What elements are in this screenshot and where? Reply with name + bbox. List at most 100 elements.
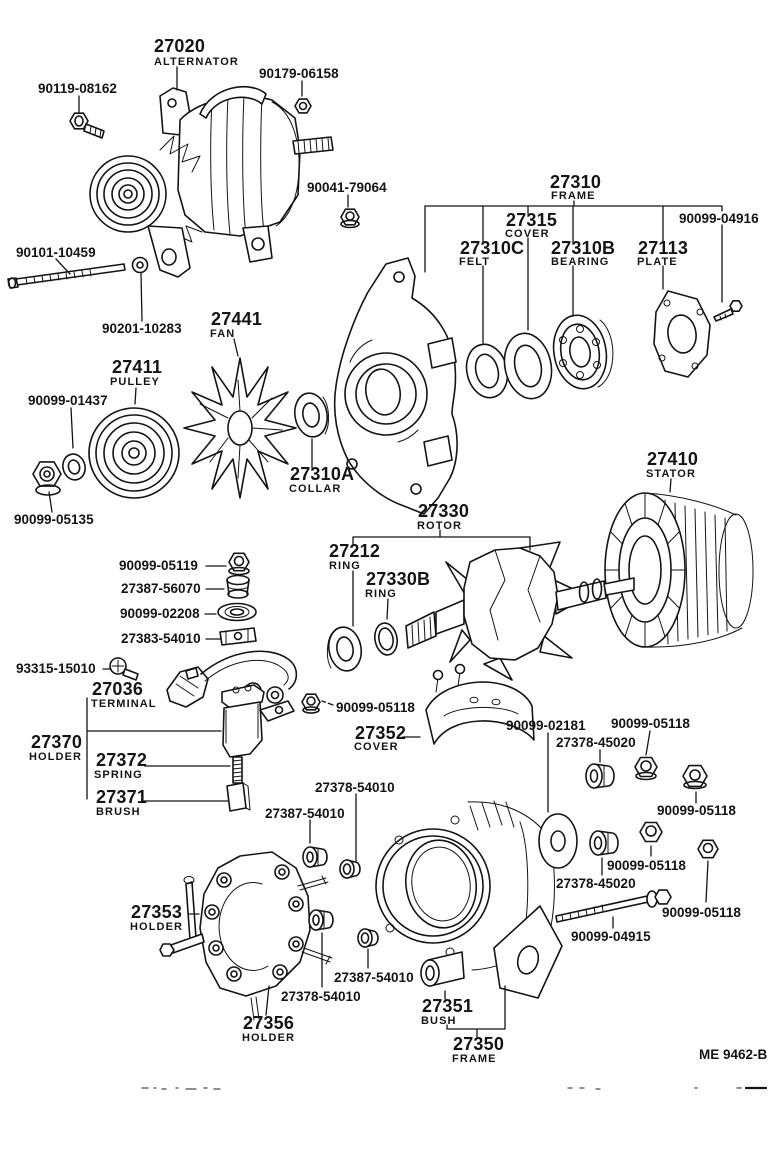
- label-27411: 27411: [112, 357, 162, 377]
- label-90099-02208: 90099-02208: [120, 606, 200, 621]
- label-27441: 27441: [211, 309, 262, 329]
- part-plate-27383-54010: [219, 627, 257, 646]
- part-insulator-27387-54010-mid: [302, 846, 328, 868]
- label-27372: 27372: [96, 750, 147, 770]
- label-27411-caption: PULLEY: [110, 376, 160, 388]
- label-27036-caption: TERMINAL: [91, 698, 157, 710]
- label-27371-caption: BRUSH: [96, 806, 141, 818]
- part-collar-27378-54010-mid: [339, 859, 361, 879]
- part-spring: [232, 756, 243, 784]
- label-27350-caption: FRAME: [452, 1053, 497, 1065]
- part-nut-05118-bottom: [697, 839, 719, 859]
- leader-dashed: [321, 700, 334, 706]
- label-27378-54010-mid: 27378-54010: [315, 780, 395, 795]
- part-frame-front: [333, 257, 458, 515]
- part-bolt-90099-04915: [555, 889, 672, 923]
- part-washer-90201-10283: [131, 256, 149, 274]
- part-alternator-assembly: [89, 86, 334, 278]
- label-27113: 27113: [638, 238, 688, 258]
- label-27352-caption: COVER: [354, 741, 399, 753]
- label-90101-10459: 90101-10459: [16, 245, 96, 260]
- part-plate: [653, 290, 711, 378]
- part-collar: [293, 392, 330, 438]
- label-90099-04915: 90099-04915: [571, 929, 651, 944]
- label-90201-10283: 90201-10283: [102, 321, 182, 336]
- label-27352: 27352: [355, 723, 406, 743]
- label-27330B: 27330B: [366, 569, 430, 589]
- label-27310B: 27310B: [551, 238, 615, 258]
- label-90099-02181: 90099-02181: [506, 718, 586, 733]
- label-27310C-caption: FELT: [459, 256, 490, 268]
- label-27383-54010: 27383-54010: [121, 631, 201, 646]
- label-27356: 27356: [243, 1013, 294, 1033]
- part-cover-27352: [425, 663, 535, 745]
- part-screw-90099-04916: [713, 299, 743, 322]
- label-27330-caption: ROTOR: [417, 520, 462, 532]
- label-27315-caption: COVER: [505, 228, 550, 240]
- label-27113-caption: PLATE: [637, 256, 678, 268]
- part-bolt-90119-08162: [69, 112, 105, 139]
- label-27310: 27310: [550, 172, 601, 192]
- label-27387-54010-bottom: 27387-54010: [334, 970, 414, 985]
- label-90099-05118-mid: 90099-05118: [607, 858, 686, 873]
- label-27378-45020-upper: 27378-45020: [556, 735, 636, 750]
- label-90099-04916: 90099-04916: [679, 211, 759, 226]
- part-bushing-27378-45020-lower: [589, 830, 619, 856]
- label-90099-05118-bottom: 90099-05118: [662, 905, 741, 920]
- label-90119-08162: 90119-08162: [38, 81, 117, 96]
- part-ring-27330b: [374, 622, 398, 656]
- label-27356-caption: HOLDER: [242, 1032, 295, 1044]
- label-90099-05118-top: 90099-05118: [611, 716, 690, 731]
- label-27212-caption: RING: [329, 560, 361, 572]
- part-rotor: [405, 541, 635, 681]
- label-90099-05119: 90099-05119: [119, 558, 198, 573]
- label-27330: 27330: [418, 501, 469, 521]
- part-nut-05118-top: [634, 756, 658, 781]
- part-nut-90099-05135: [32, 461, 62, 496]
- label-27371: 27371: [96, 787, 147, 807]
- label-27310A: 27310A: [290, 464, 354, 484]
- part-bolt-90101-10459: [7, 263, 126, 289]
- part-washer-90099-02181: [538, 813, 578, 869]
- label-90099-05118-right: 90099-05118: [657, 803, 736, 818]
- part-insulator-27387-54010-bottom: [357, 928, 379, 948]
- label-90179-06158: 90179-06158: [259, 66, 339, 81]
- part-collar-27378-54010-bottom: [308, 909, 334, 931]
- label-27370-caption: HOLDER: [29, 751, 82, 763]
- part-nut-05118-terminal: [301, 693, 321, 714]
- label-27330B-caption: RING: [365, 588, 397, 600]
- part-screw-93315-15010: [109, 657, 139, 681]
- label-27020: 27020: [154, 36, 205, 56]
- label-93315-15010: 93315-15010: [16, 661, 96, 676]
- leader-lines: [48, 66, 723, 1038]
- label-27353-caption: HOLDER: [130, 921, 183, 933]
- label-27212: 27212: [329, 541, 380, 561]
- label-27310-caption: FRAME: [551, 190, 596, 202]
- part-nut-05118-mid: [639, 821, 663, 843]
- label-27387-56070: 27387-56070: [121, 581, 201, 596]
- label-90099-01437: 90099-01437: [28, 393, 108, 408]
- label-27370: 27370: [31, 732, 82, 752]
- part-nut-05118-right: [682, 764, 708, 790]
- label-27353: 27353: [131, 902, 182, 922]
- label-27441-caption: FAN: [210, 328, 235, 340]
- part-cover-front: [503, 332, 553, 400]
- part-rectifier-holder: [159, 851, 333, 1021]
- label-90099-05118-terminal: 90099-05118: [336, 700, 415, 715]
- part-insulator-27387-56070: [226, 574, 250, 599]
- part-stator: [604, 492, 754, 648]
- part-bearing: [552, 314, 614, 390]
- label-27372-caption: SPRING: [94, 769, 143, 781]
- scan-artifacts: [141, 1087, 742, 1090]
- label-27315: 27315: [506, 210, 557, 230]
- label-27410: 27410: [647, 449, 698, 469]
- label-27310A-caption: COLLAR: [289, 483, 341, 495]
- part-nut-90041-79064: [340, 208, 360, 229]
- part-fan: [183, 357, 297, 499]
- part-pulley: [88, 407, 180, 499]
- label-27020-caption: ALTERNATOR: [154, 56, 239, 68]
- label-27350: 27350: [453, 1034, 504, 1054]
- label-27378-54010-bottom: 27378-54010: [281, 989, 361, 1004]
